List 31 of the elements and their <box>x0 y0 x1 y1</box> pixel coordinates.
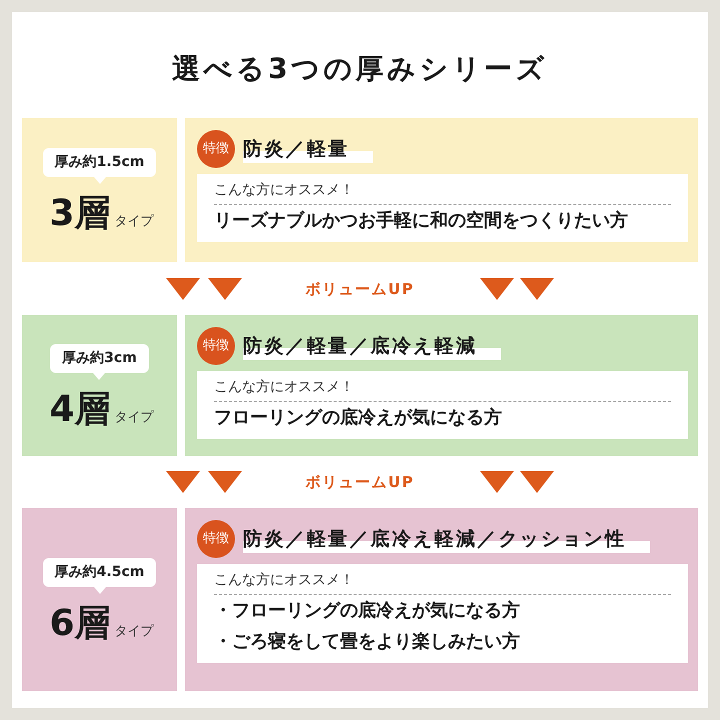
feature-badge: 特徴 <box>197 520 235 558</box>
volume-up-label: ボリュームUP <box>304 279 416 300</box>
recommend-text: リーズナブルかつお手軽に和の空間をつくりたい方 <box>214 209 629 233</box>
recommend-text: フローリングの底冷えが気になる方 <box>214 406 503 430</box>
type-suffix: タイプ <box>114 624 154 640</box>
recommendation-box <box>197 174 688 242</box>
feature-badge: 特徴 <box>197 130 235 168</box>
recommend-heading: こんな方にオススメ！ <box>214 180 671 205</box>
feature-panel <box>185 118 698 262</box>
thickness-bubble: 厚み約3cm <box>50 344 149 372</box>
feature-panel <box>185 315 698 456</box>
recommend-heading: こんな方にオススメ！ <box>214 377 671 402</box>
layer-count: 3層 <box>49 196 111 232</box>
title: 選べる3つの厚みシリーズ <box>171 51 549 87</box>
recommendation-box <box>197 564 688 663</box>
layer-count: 4層 <box>49 392 111 428</box>
type-panel <box>22 315 177 456</box>
type-suffix: タイプ <box>114 410 154 426</box>
type-panel <box>22 118 177 262</box>
feature-badge: 特徴 <box>197 327 235 365</box>
type-suffix: タイプ <box>114 215 154 231</box>
recommendation-box <box>197 371 688 439</box>
type-panel <box>22 508 177 691</box>
volume-up-label: ボリュームUP <box>304 472 416 493</box>
feature-panel <box>185 508 698 691</box>
thickness-bubble: 厚み約1.5cm <box>42 148 156 177</box>
thickness-bubble: 厚み約4.5cm <box>42 558 156 586</box>
layer-count: 6層 <box>49 606 111 642</box>
recommend-text: ・フローリングの底冷えが気になる方 <box>214 599 521 623</box>
recommend-text: ・ごろ寝をして畳をより楽しみたい方 <box>214 630 521 654</box>
recommend-heading: こんな方にオススメ！ <box>214 570 671 595</box>
